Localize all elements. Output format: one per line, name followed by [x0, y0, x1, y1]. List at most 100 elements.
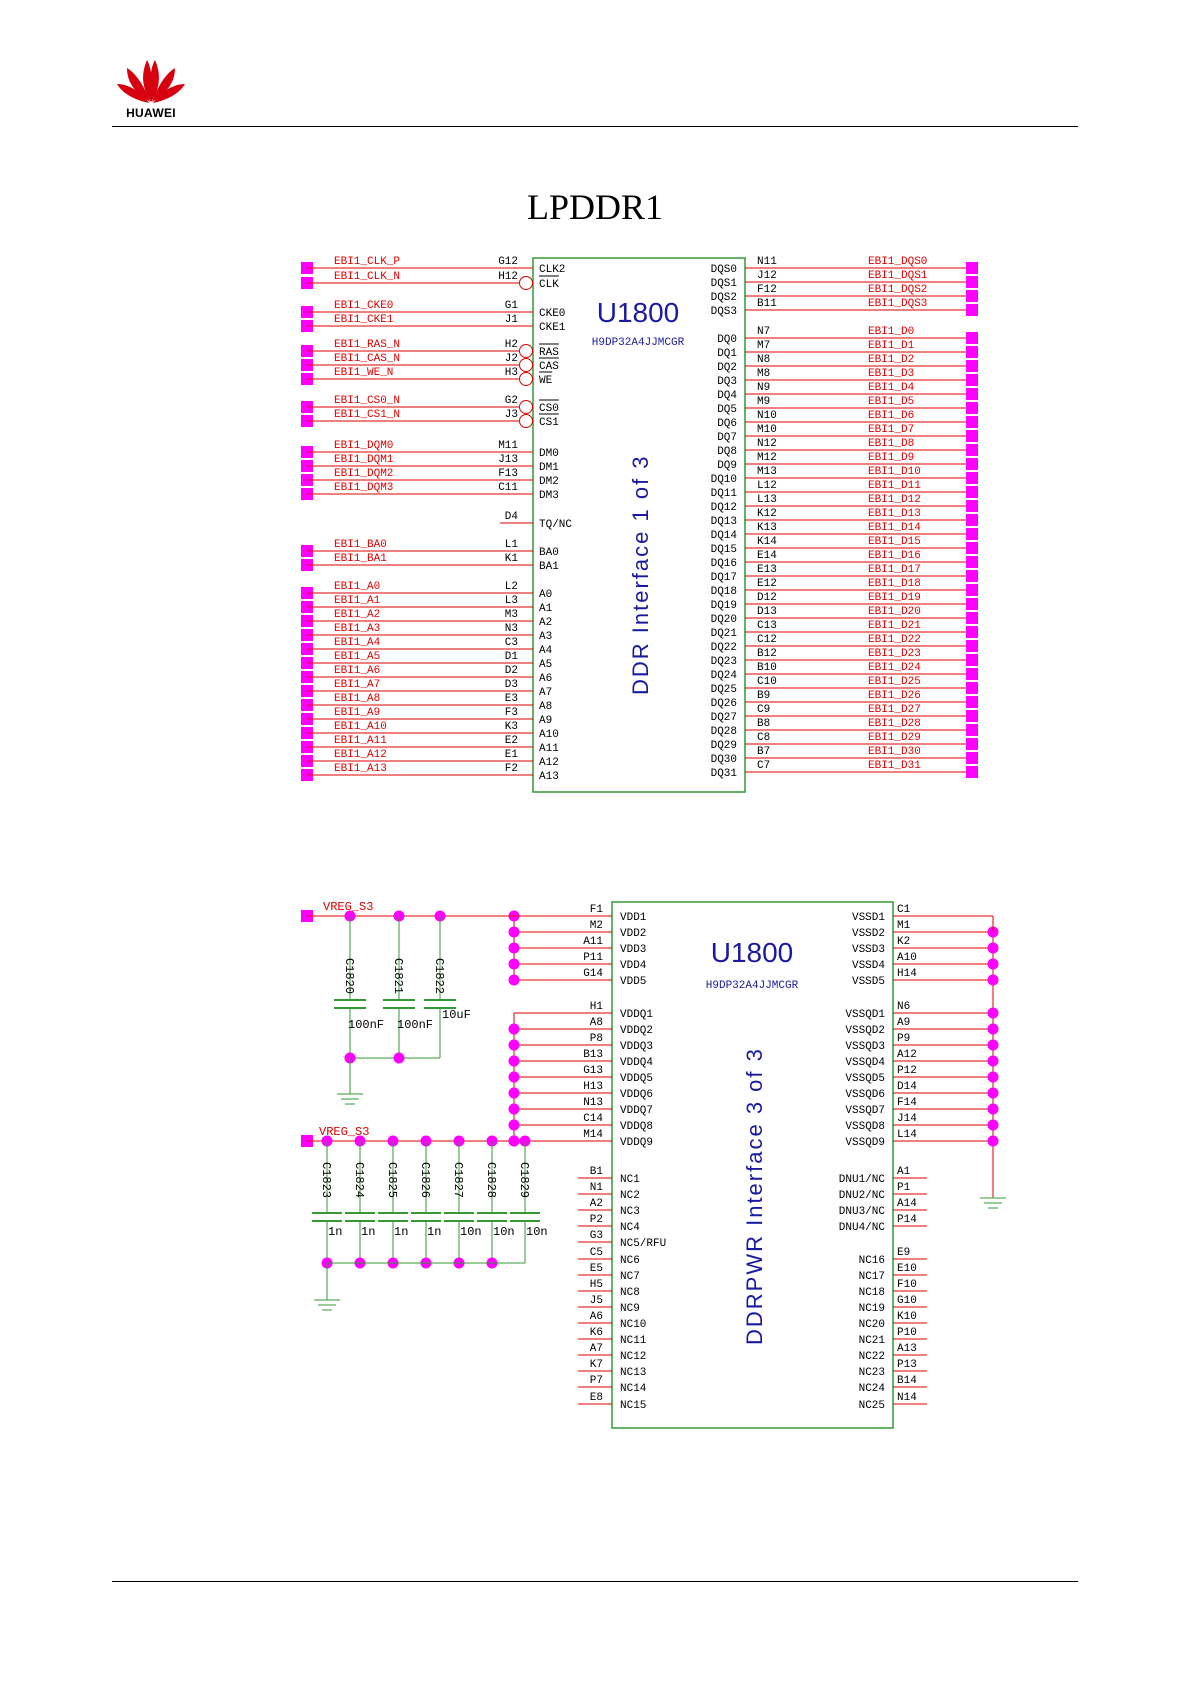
- ddr-right-terminal: [966, 514, 978, 526]
- pwr-right-pin-number: F14: [897, 1097, 917, 1109]
- pwr-left-signal-name: NC2: [620, 1190, 640, 1202]
- ddr-left-pin-number: C11: [498, 482, 518, 494]
- ddr-left-pin-number: N3: [505, 623, 518, 635]
- ddr-right-terminal: [966, 304, 978, 316]
- ddr-left-net-label: EBI1_CKE1: [334, 314, 394, 326]
- vddq-rail-junction: [508, 1135, 520, 1147]
- vddq-junction: [508, 1071, 520, 1083]
- pwr-left-signal-name: NC11: [620, 1335, 647, 1347]
- pwr-left-signal-name: NC14: [620, 1383, 647, 1395]
- ddr-left-signal-name: CLK: [539, 279, 559, 291]
- ddr-left-net-label: EBI1_BA1: [334, 553, 387, 565]
- pwr-right-signal-name: VSSQD9: [845, 1137, 885, 1149]
- pwr-right-signal-name: NC18: [859, 1287, 885, 1299]
- pwr-left-pin-number: C5: [590, 1247, 603, 1259]
- pwr-left-pin-number: P2: [590, 1214, 603, 1226]
- ddr-right-pin-number: N9: [757, 382, 770, 394]
- pwr-right-signal-name: VSSQD3: [845, 1041, 885, 1053]
- ddr-right-signal-name: DQ13: [711, 516, 737, 528]
- pwr-right-signal-name: NC20: [859, 1319, 885, 1331]
- ddr-right-pin-number: C13: [757, 620, 777, 632]
- pwr-right-signal-name: VSSQD6: [845, 1089, 885, 1101]
- ddr-right-net-label: EBI1_D10: [868, 466, 921, 478]
- ddr-left-pin-number: F13: [498, 468, 518, 480]
- pwr-left-signal-name: VDDQ1: [620, 1009, 653, 1021]
- pwr-left-pin-number: P7: [590, 1375, 603, 1387]
- pwr-left-signal-name: VDD1: [620, 912, 647, 924]
- cap-ref-label: C1829: [517, 1162, 531, 1198]
- ddr-left-net-label: EBI1_A9: [334, 707, 380, 719]
- ddr-right-pin-number: M12: [757, 452, 777, 464]
- cap-value-label: 1n: [394, 1225, 408, 1239]
- pwr-left-pin-number: A2: [590, 1198, 603, 1210]
- ddr-left-signal-name: CLK2: [539, 264, 565, 276]
- ddr-right-net-label: EBI1_D9: [868, 452, 914, 464]
- ddr-right-signal-name: DQ21: [711, 628, 738, 640]
- ddr-right-net-label: EBI1_D8: [868, 438, 914, 450]
- pwr-right-signal-name: NC24: [859, 1383, 886, 1395]
- pwr-right-pin-number: A1: [897, 1166, 911, 1178]
- pwr-right-pin-number: E9: [897, 1247, 910, 1259]
- ddr-right-signal-name: DQS1: [711, 278, 738, 290]
- ddr-left-net-label: EBI1_A5: [334, 651, 380, 663]
- ddr-left-pin-number: J2: [505, 353, 518, 365]
- ddr-left-signal-name: A5: [539, 659, 552, 671]
- cap-ref-label: C1822: [432, 958, 446, 994]
- ddr-left-pin-number: F2: [505, 763, 518, 775]
- ddr-left-net-label: EBI1_DQM3: [334, 482, 393, 494]
- ddr-right-signal-name: DQ12: [711, 502, 737, 514]
- pwr-left-signal-name: NC3: [620, 1206, 640, 1218]
- ddr-left-net-label: EBI1_BA0: [334, 539, 387, 551]
- pwr-right-pin-number: N14: [897, 1392, 917, 1404]
- u1800-pwr-ref-label: U1800: [711, 937, 794, 968]
- ddr-right-net-label: EBI1_D29: [868, 732, 921, 744]
- u1800-ddr-box: [532, 257, 746, 793]
- ddr-right-net-label: EBI1_D24: [868, 662, 921, 674]
- ddr-left-signal-name: A6: [539, 673, 552, 685]
- pwr-right-signal-name: DNU3/NC: [839, 1206, 886, 1218]
- inverter-bubble: [519, 344, 533, 358]
- ddr-left-net-label: EBI1_A10: [334, 721, 387, 733]
- ddr-right-net-label: EBI1_D27: [868, 704, 921, 716]
- ddr-left-net-label: EBI1_A7: [334, 679, 380, 691]
- cap-value-label: 10n: [493, 1225, 515, 1239]
- ddr-right-terminal: [966, 556, 978, 568]
- ddr-right-net-label: EBI1_D30: [868, 746, 921, 758]
- vdd-junction: [508, 942, 520, 954]
- pwr-left-signal-name: VDDQ9: [620, 1137, 653, 1149]
- u1800-pwr-part-label: H9DP32A4JJMCGR: [706, 980, 799, 992]
- ddr-left-net-label: EBI1_A3: [334, 623, 380, 635]
- ddr-right-signal-name: DQ25: [711, 684, 737, 696]
- pwr-left-signal-name: NC9: [620, 1303, 640, 1315]
- ddr-right-terminal: [966, 402, 978, 414]
- pwr-left-signal-name: NC7: [620, 1271, 640, 1283]
- ddr-left-pin-number: H12: [498, 271, 518, 283]
- pwr-right-signal-name: VSSD3: [852, 944, 885, 956]
- gnd-junction: [987, 1055, 999, 1067]
- cap-value-label: 100nF: [348, 1018, 384, 1032]
- ddr-right-pin-number: M8: [757, 368, 770, 380]
- ddr-right-signal-name: DQ24: [711, 670, 738, 682]
- ddr-right-net-label: EBI1_D25: [868, 676, 921, 688]
- cap-value-label: 1n: [361, 1225, 375, 1239]
- ddr-right-pin-number: K13: [757, 522, 777, 534]
- ddr-right-terminal: [966, 346, 978, 358]
- ddr-right-signal-name: DQ15: [711, 544, 737, 556]
- pwr-right-pin-number: G10: [897, 1295, 917, 1307]
- ddr-right-signal-name: DQ6: [717, 418, 737, 430]
- ddr-right-pin-number: B11: [757, 298, 777, 310]
- vdd-junction: [508, 926, 520, 938]
- pwr-right-pin-number: D14: [897, 1081, 917, 1093]
- pwr-left-pin-number: G14: [583, 968, 603, 980]
- inverter-bubble: [519, 372, 533, 386]
- ddr-right-pin-number: F12: [757, 284, 777, 296]
- ddr-right-net-label: EBI1_DQS2: [868, 284, 927, 296]
- pwr-left-pin-number: M2: [590, 920, 603, 932]
- ddr-right-signal-name: DQ18: [711, 586, 737, 598]
- pwr-left-pin-number: C14: [583, 1113, 603, 1125]
- ddr-right-terminal: [966, 682, 978, 694]
- pwr-right-signal-name: VSSD4: [852, 960, 885, 972]
- ddr-right-net-label: EBI1_D7: [868, 424, 914, 436]
- ddr-right-signal-name: DQ27: [711, 712, 737, 724]
